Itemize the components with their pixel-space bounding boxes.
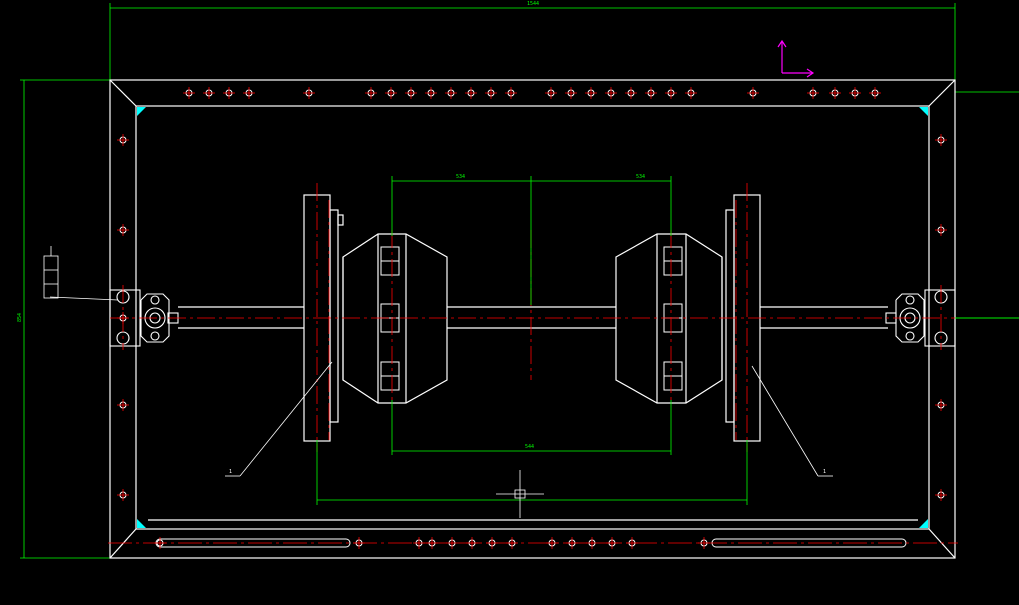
ucs-icon bbox=[777, 39, 815, 78]
mounting-hole-icon bbox=[545, 87, 557, 99]
left-leader-label: 1 bbox=[229, 469, 232, 475]
left-span-label: 534 bbox=[456, 174, 465, 180]
mounting-hole-icon bbox=[625, 87, 637, 99]
mounting-hole-icon bbox=[546, 537, 558, 549]
mounting-hole-icon bbox=[698, 537, 710, 549]
mounting-hole-icon bbox=[935, 489, 947, 501]
mounting-hole-icon bbox=[665, 87, 677, 99]
mounting-hole-icon bbox=[485, 87, 497, 99]
mounting-hole-icon bbox=[566, 537, 578, 549]
lower-span-label: 544 bbox=[525, 444, 534, 450]
mounting-hole-icon bbox=[446, 537, 458, 549]
mounting-hole-icon bbox=[154, 537, 166, 549]
overall-height-dimension bbox=[20, 79, 110, 559]
crosshair-marker bbox=[496, 470, 544, 518]
side-notation-block bbox=[43, 246, 59, 299]
mounting-hole-icon bbox=[605, 87, 617, 99]
leader-lines bbox=[49, 296, 833, 477]
mounting-hole-icon bbox=[413, 537, 425, 549]
mounting-hole-icon bbox=[935, 399, 947, 411]
mounting-hole-icon bbox=[747, 87, 759, 99]
mounting-hole-icon bbox=[117, 489, 129, 501]
mounting-hole-icon bbox=[353, 537, 365, 549]
right-leader-label: 1 bbox=[823, 469, 826, 475]
mounting-hole-icon bbox=[585, 87, 597, 99]
mounting-hole-icon bbox=[117, 224, 129, 236]
mounting-hole-icon bbox=[365, 87, 377, 99]
mounting-hole-icon bbox=[445, 87, 457, 99]
mounting-hole-icon bbox=[183, 87, 195, 99]
mounting-hole-icon bbox=[505, 87, 517, 99]
mounting-hole-icon bbox=[303, 87, 315, 99]
mounting-hole-icon bbox=[385, 87, 397, 99]
mounting-hole-icon bbox=[486, 537, 498, 549]
inner-dimension-lines bbox=[316, 176, 1019, 505]
centerlines bbox=[110, 183, 955, 452]
mounting-hole-icon bbox=[465, 87, 477, 99]
left-coupling-housing bbox=[342, 233, 448, 404]
mounting-hole-icon bbox=[869, 87, 881, 99]
corner-gussets bbox=[137, 107, 928, 528]
mounting-hole-icon bbox=[645, 87, 657, 99]
mounting-hole-icon bbox=[829, 87, 841, 99]
mounting-hole-icon bbox=[506, 537, 518, 549]
mounting-hole-icon bbox=[586, 537, 598, 549]
mounting-hole-icon bbox=[405, 87, 417, 99]
mounting-hole-icon bbox=[807, 87, 819, 99]
main-shaft bbox=[178, 306, 888, 329]
mounting-hole-icon bbox=[935, 224, 947, 236]
mounting-hole-icon bbox=[223, 87, 235, 99]
mounting-hole-icon bbox=[626, 537, 638, 549]
mounting-hole-icon bbox=[426, 537, 438, 549]
mounting-hole-icon bbox=[117, 399, 129, 411]
mounting-hole-icon bbox=[685, 87, 697, 99]
mounting-hole-icon bbox=[203, 87, 215, 99]
overall-width-label: 1544 bbox=[527, 1, 539, 7]
mounting-hole-icon bbox=[565, 87, 577, 99]
mounting-hole-icon bbox=[935, 134, 947, 146]
mounting-hole-icon bbox=[117, 134, 129, 146]
right-span-label: 534 bbox=[636, 174, 645, 180]
mounting-hole-icon bbox=[606, 537, 618, 549]
overall-height-label: 854 bbox=[17, 313, 23, 322]
mounting-hole-icon bbox=[243, 87, 255, 99]
mounting-hole-icon bbox=[425, 87, 437, 99]
mounting-hole-icon bbox=[466, 537, 478, 549]
mounting-hole-icon bbox=[849, 87, 861, 99]
right-coupling-housing bbox=[615, 233, 723, 404]
mounting-holes bbox=[117, 87, 947, 549]
